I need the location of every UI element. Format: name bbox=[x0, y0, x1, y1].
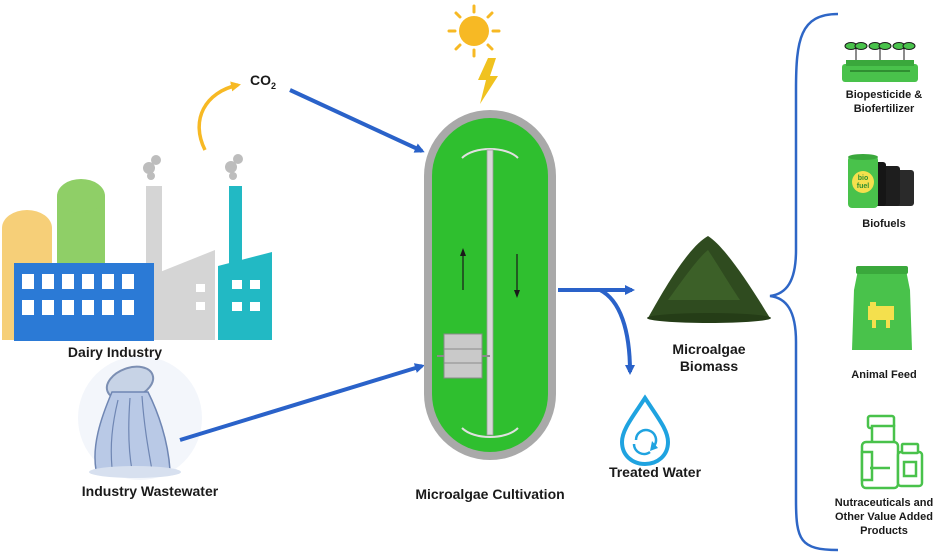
co2-label-main: CO bbox=[250, 72, 271, 88]
co2-to-reactor-arrow bbox=[289, 88, 425, 153]
product-biopesticide-line1: Biopesticide & bbox=[845, 89, 923, 101]
product-biopesticide-line2: Biofertilizer bbox=[853, 103, 915, 115]
photobioreactor-icon bbox=[424, 110, 556, 460]
fuel-barrels-icon: bio fuel bbox=[848, 154, 914, 208]
industry-wastewater-label: Industry Wastewater bbox=[81, 483, 219, 499]
microalgae-biomass-line1: Microalgae bbox=[672, 341, 746, 357]
feed-sack-icon bbox=[852, 266, 912, 350]
treated-water-label: Treated Water bbox=[608, 464, 702, 480]
barrel-label-top: bio bbox=[858, 175, 869, 182]
co2-emission-arrow bbox=[197, 81, 241, 151]
algae-pile-icon bbox=[647, 236, 771, 323]
product-biofuels-label: Biofuels bbox=[862, 218, 906, 230]
product-nutraceuticals-line3: Products bbox=[860, 525, 908, 537]
co2-label-subscript: 2 bbox=[271, 80, 277, 91]
product-nutraceuticals-label: Nutraceuticals and Other Value Added Pro… bbox=[828, 496, 940, 538]
sprout-tray-icon bbox=[842, 42, 918, 82]
microalgae-biomass-line2: Biomass bbox=[679, 358, 739, 374]
lightning-bolt-icon bbox=[478, 58, 498, 104]
products-bracket bbox=[769, 12, 839, 552]
microalgae-cultivation-label: Microalgae Cultivation bbox=[415, 486, 565, 502]
product-nutraceuticals-line2: Other Value Added bbox=[834, 511, 933, 523]
reactor-to-water-arrow bbox=[598, 288, 635, 375]
microalgae-biomass-label: Microalgae Biomass bbox=[650, 341, 768, 375]
factory-icon bbox=[2, 154, 272, 341]
wastewater-pipe-icon bbox=[78, 356, 202, 480]
supplement-bottles-icon bbox=[860, 414, 924, 490]
dairy-industry-label: Dairy Industry bbox=[67, 344, 163, 360]
co2-label: CO2 bbox=[250, 72, 276, 95]
sun-icon bbox=[447, 4, 501, 58]
water-drop-recycle-icon bbox=[619, 394, 671, 467]
product-nutraceuticals-line1: Nutraceuticals and bbox=[834, 497, 934, 509]
barrel-label-bottom: fuel bbox=[857, 183, 870, 190]
product-biopesticide-label: Biopesticide & Biofertilizer bbox=[830, 88, 938, 116]
wastewater-to-reactor-arrow bbox=[179, 363, 425, 442]
product-animal-feed-label: Animal Feed bbox=[851, 369, 917, 381]
